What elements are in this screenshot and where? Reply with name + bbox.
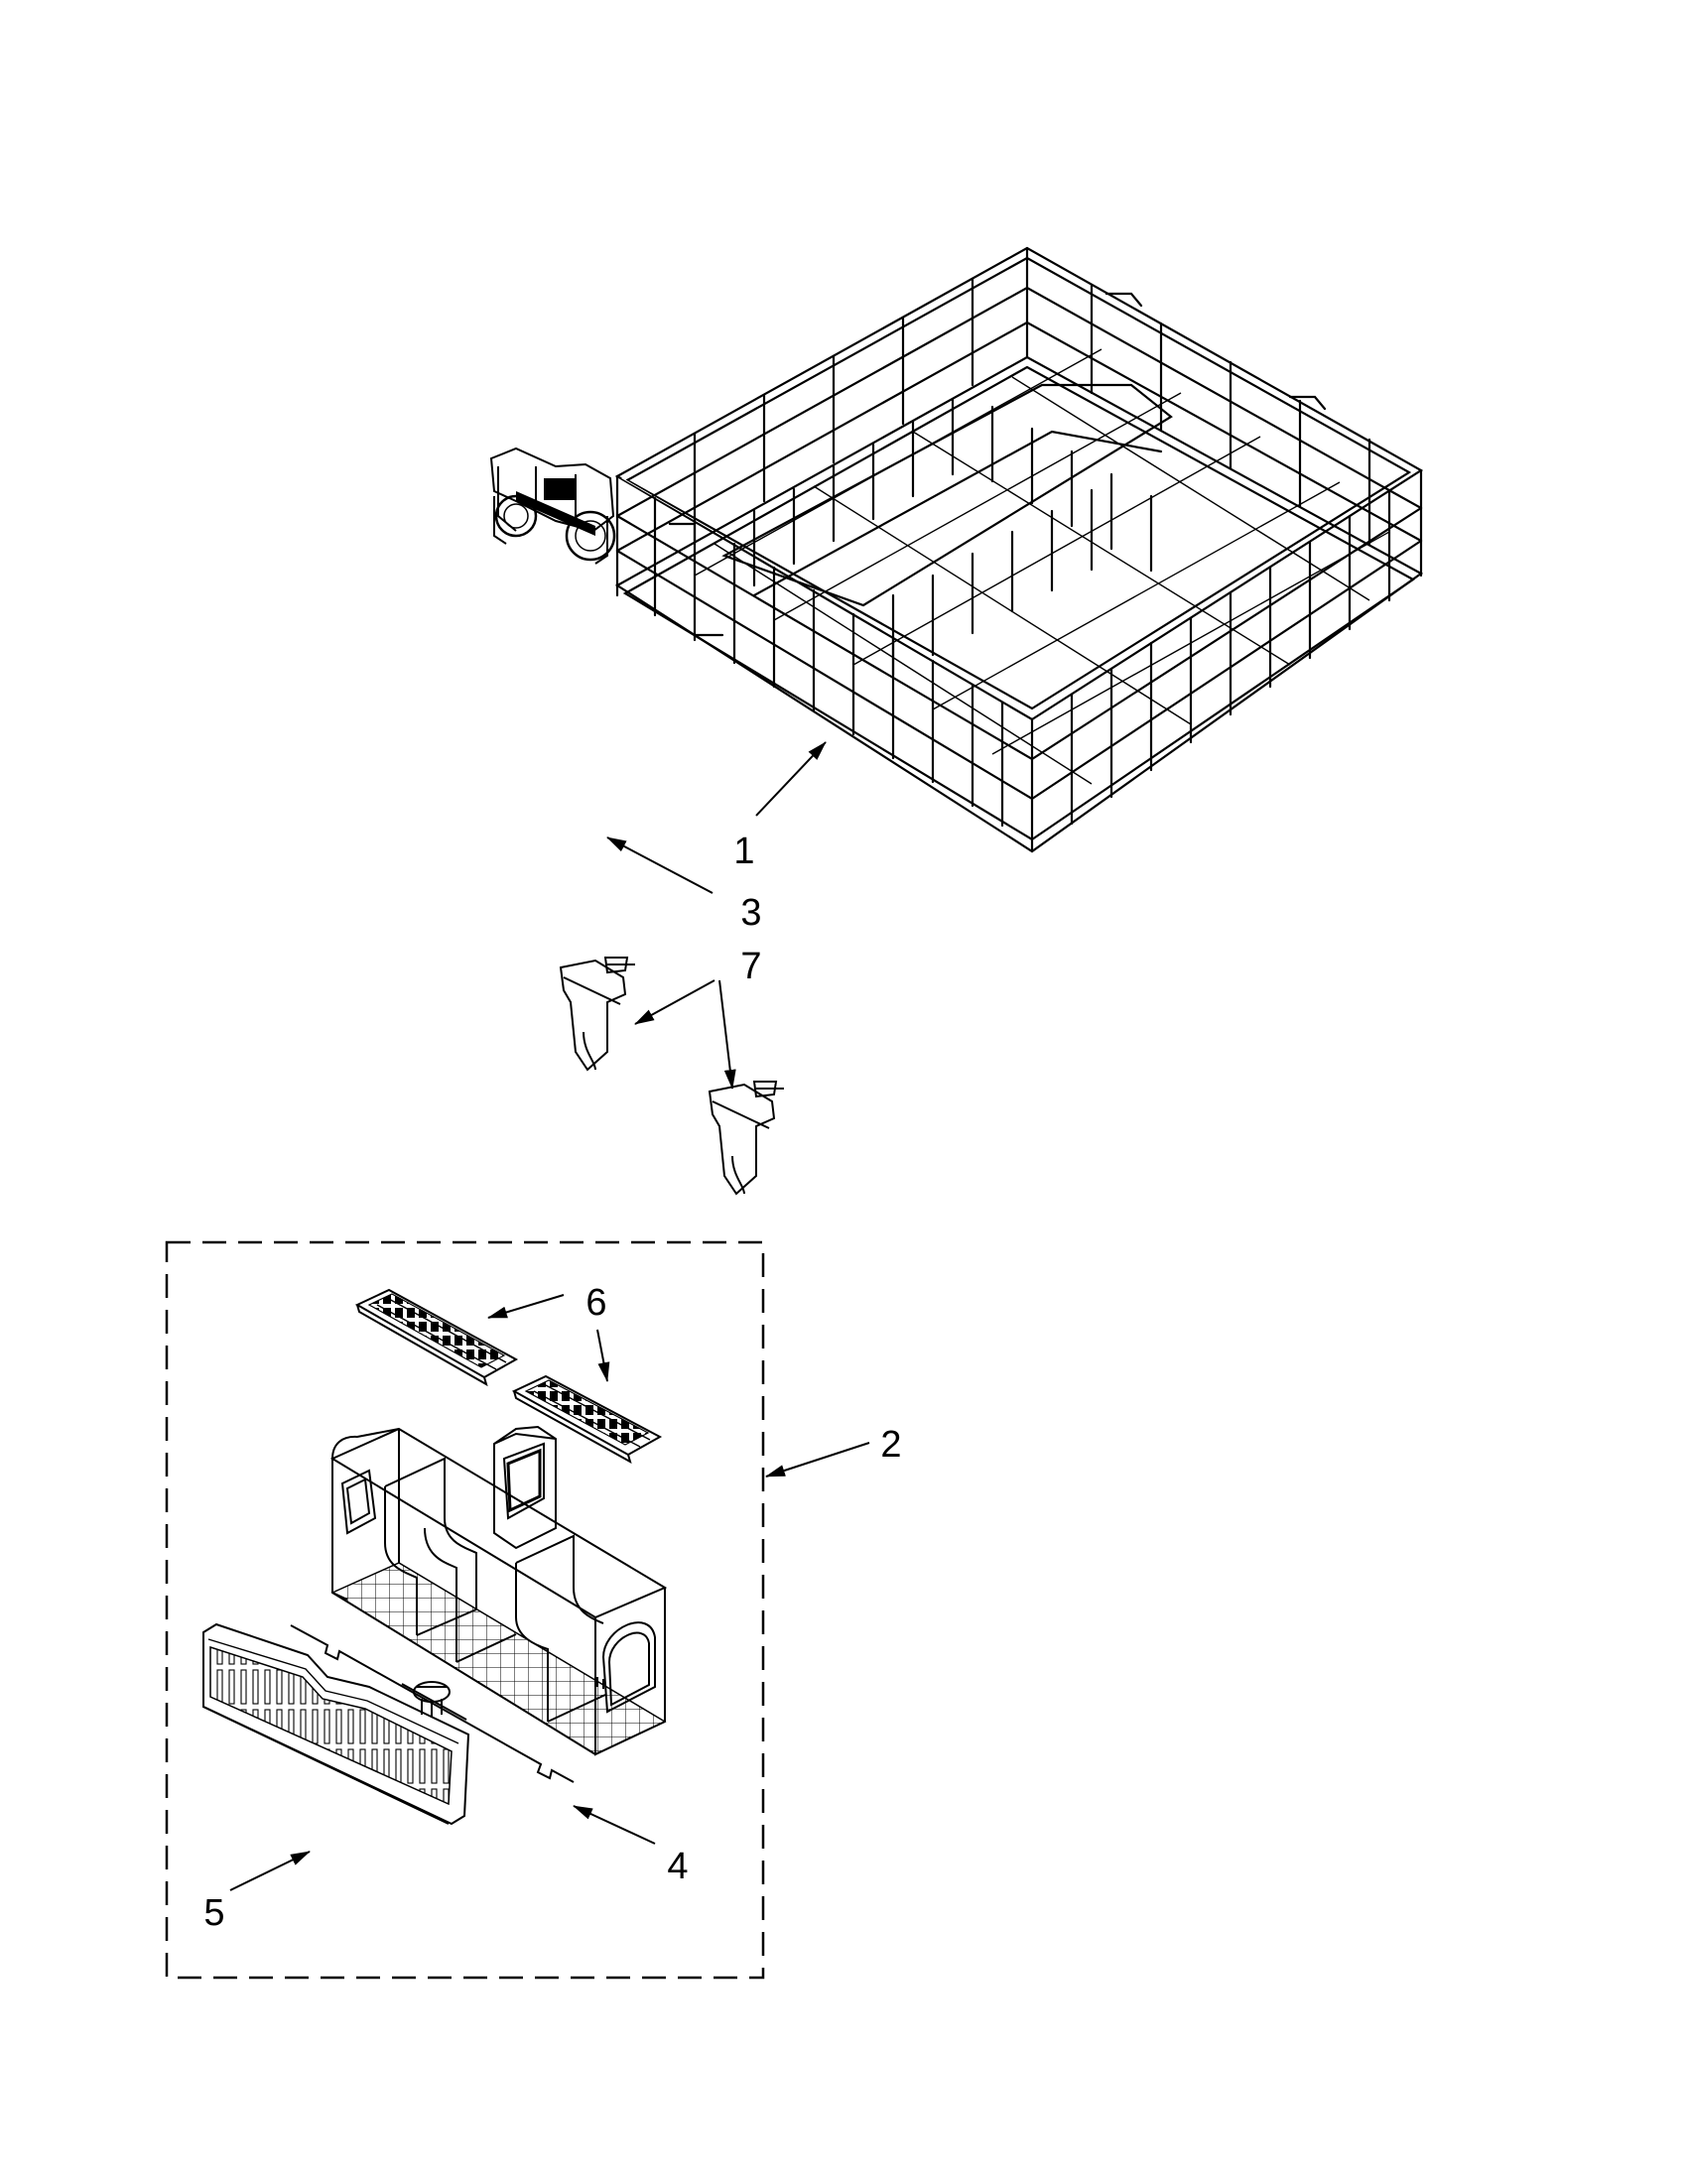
callout-3: 3 [740,892,761,934]
callout-2: 2 [880,1424,901,1466]
callout-6: 6 [585,1282,606,1324]
callout-5: 5 [203,1892,224,1934]
rack-stop-part-right [708,1081,784,1196]
basket-cover-part-lower [511,1374,663,1465]
basket-cover-part-upper [354,1288,519,1387]
callout-7: 7 [740,946,761,987]
silverware-basket [329,1425,668,1756]
callout-4: 4 [667,1846,688,1887]
rack-adjuster-part [489,447,616,565]
upper-dishrack [614,246,1424,853]
leader-lines [229,741,870,1891]
silverware-basket-kit-box [165,1240,765,1980]
rack-stop-part-left [559,957,635,1072]
basket-lid-part [202,1622,470,1826]
basket-clip-part [290,1624,575,1783]
callout-1: 1 [733,831,754,872]
